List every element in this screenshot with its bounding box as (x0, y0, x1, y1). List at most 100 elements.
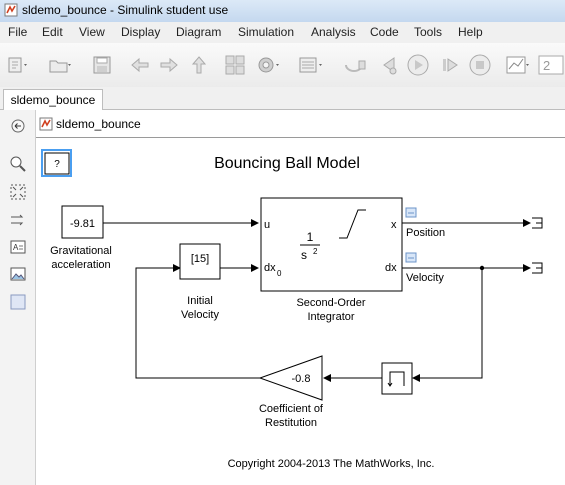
terminator-position[interactable] (532, 217, 543, 229)
step-forward-button[interactable] (437, 52, 463, 78)
save-button[interactable] (89, 52, 115, 78)
menu-view[interactable]: View (79, 25, 105, 39)
circle-arrow-left-icon (11, 119, 25, 133)
library-browser-icon (225, 55, 245, 75)
fit-to-view-button[interactable] (8, 182, 28, 202)
palette: A (0, 110, 36, 485)
gear-icon (258, 57, 279, 73)
menu-edit[interactable]: Edit (42, 25, 63, 39)
loop-icon (345, 60, 366, 72)
transfer-numerator: 1 (307, 230, 314, 244)
gain-label-line2: Restitution (265, 417, 317, 429)
model-title: Bouncing Ball Model (214, 155, 360, 172)
tab-bar: sldemo_bounce (0, 87, 565, 110)
annotation-button[interactable]: A (8, 237, 28, 257)
area-icon (10, 294, 26, 310)
branch-point (479, 265, 485, 271)
new-model-button[interactable] (4, 52, 30, 78)
gravity-value: -9.81 (70, 218, 95, 230)
menu-display[interactable]: Display (121, 25, 161, 39)
arrow-left-icon (131, 57, 149, 73)
stop-time-field-frame: 2 (538, 55, 564, 75)
line-gain-to-init[interactable] (135, 264, 260, 379)
annotation-icon: A (10, 240, 26, 254)
model-canvas[interactable]: ? Bouncing Ball Model -9.81 Gravitationa… (36, 138, 565, 485)
menu-analysis[interactable]: Analysis (311, 25, 356, 39)
zoom-icon (10, 156, 26, 172)
second-order-integrator-block[interactable]: u dx 0 x dx 1 s 2 (260, 197, 403, 292)
run-button[interactable] (405, 52, 431, 78)
stop-button[interactable] (467, 52, 493, 78)
saturation-icon (339, 209, 366, 239)
library-browser-button[interactable] (222, 52, 248, 78)
image-button[interactable] (8, 264, 28, 284)
integrator-label-line1: Second-Order (296, 297, 365, 309)
menu-file[interactable]: File (8, 25, 28, 39)
gain-value: -0.8 (292, 373, 311, 385)
model-explorer-icon (299, 57, 322, 73)
image-icon (10, 267, 26, 281)
play-icon (407, 54, 429, 76)
gain-block-restitution[interactable]: -0.8 (258, 355, 323, 401)
simulink-app-icon (4, 3, 18, 17)
menu-code[interactable]: Code (370, 25, 399, 39)
forward-button[interactable] (156, 52, 182, 78)
step-forward-icon (443, 58, 458, 72)
save-icon (93, 56, 111, 74)
position-viewer-icon[interactable] (405, 207, 417, 218)
tab-sldemo-bounce[interactable]: sldemo_bounce (3, 89, 103, 110)
gravity-label-line1: Gravitational (50, 245, 112, 257)
port-x-label: x (391, 219, 397, 231)
svg-text:2: 2 (543, 58, 550, 73)
open-model-button[interactable] (46, 52, 72, 78)
initial-velocity-label-line2: Velocity (181, 309, 219, 321)
constant-block-initial-velocity[interactable]: [15] (179, 243, 221, 280)
breadcrumb[interactable]: sldemo_bounce (56, 117, 141, 131)
route-lines-button[interactable] (8, 210, 28, 230)
menu-diagram[interactable]: Diagram (176, 25, 222, 39)
stop-time-field[interactable]: 2 (538, 52, 564, 78)
up-button[interactable] (186, 52, 212, 78)
menu-help[interactable]: Help (458, 25, 483, 39)
back-button[interactable] (127, 52, 153, 78)
menu-tools[interactable]: Tools (414, 25, 443, 39)
arrows-right-icon (11, 214, 24, 226)
model-settings-button[interactable] (254, 52, 280, 78)
scope-icon (506, 56, 529, 74)
zoom-button[interactable] (8, 154, 28, 174)
line-velocity-feedback[interactable] (412, 268, 483, 382)
terminator-velocity[interactable] (532, 262, 543, 274)
port-dx0-subscript: 0 (277, 269, 282, 278)
scope-button[interactable] (504, 52, 530, 78)
subsystem-button[interactable] (342, 52, 368, 78)
area-button[interactable] (8, 292, 28, 312)
position-label: Position (406, 227, 445, 239)
new-model-icon (8, 57, 27, 73)
step-back-icon (383, 57, 397, 75)
menu-bar: File Edit View Display Diagram Simulatio… (0, 22, 565, 44)
initial-velocity-label-line1: Initial (187, 295, 213, 307)
arrow-right-icon (160, 57, 178, 73)
step-back-button[interactable] (376, 52, 402, 78)
fit-to-view-icon (10, 184, 26, 200)
help-label: ? (54, 159, 60, 170)
toolbar: 2 (0, 43, 565, 88)
memory-block[interactable] (381, 362, 413, 395)
velocity-viewer-icon[interactable] (405, 252, 417, 263)
initial-velocity-value: [15] (191, 253, 209, 265)
folder-icon (49, 60, 71, 73)
port-u-label: u (264, 219, 270, 231)
model-explorer-button[interactable] (297, 52, 323, 78)
constant-block-gravity[interactable]: -9.81 (61, 205, 104, 239)
svg-text:A: A (13, 243, 19, 252)
help-button[interactable]: ? (41, 149, 72, 177)
transfer-denominator: s (301, 248, 307, 262)
menu-simulation[interactable]: Simulation (238, 25, 295, 39)
port-dx0-label: dx (264, 262, 276, 274)
gain-label-line1: Coefficient of (259, 403, 324, 415)
window-title: sldemo_bounce - Simulink student use (22, 3, 229, 17)
hide-explorer-button[interactable] (8, 116, 28, 136)
port-dx-label: dx (385, 262, 397, 274)
velocity-label: Velocity (406, 272, 444, 284)
gravity-label-line2: acceleration (51, 259, 110, 271)
